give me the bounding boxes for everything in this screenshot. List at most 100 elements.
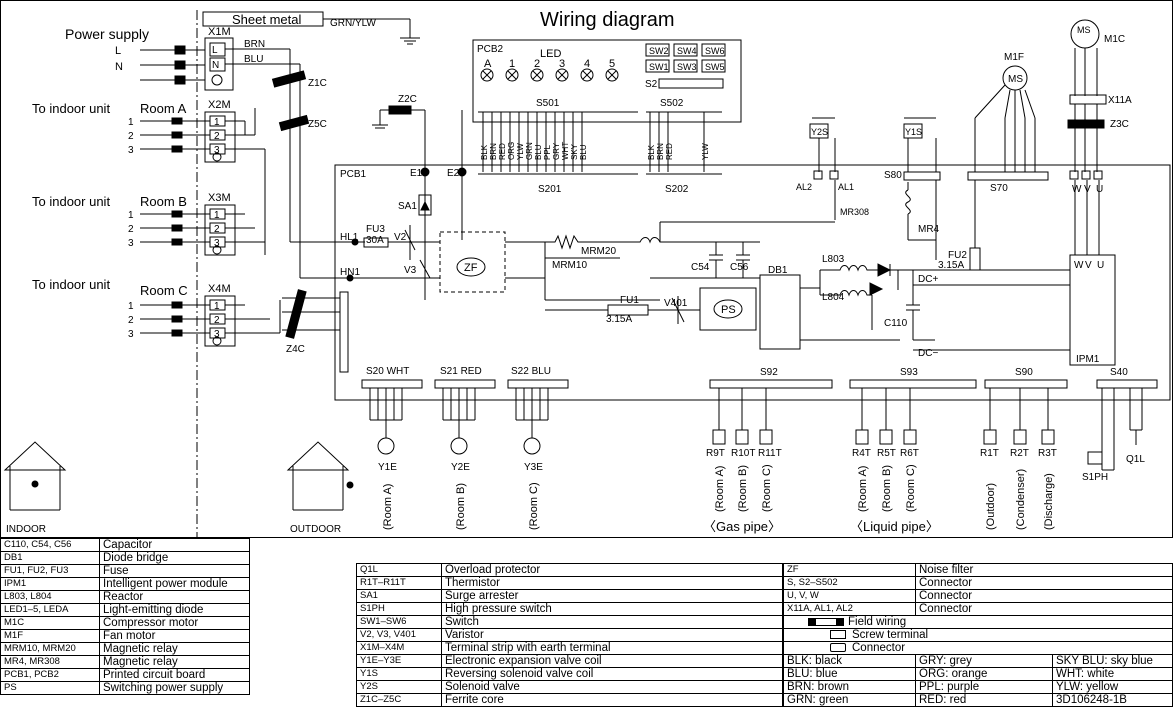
pcb1-label: PCB1 — [340, 169, 367, 180]
y3e-label: Y3E — [524, 462, 543, 473]
c54-label: C54 — [691, 262, 710, 273]
m1c-label: M1C — [1104, 34, 1125, 45]
z5c-label: Z5C — [308, 119, 327, 130]
l803-label: L803 — [822, 254, 845, 265]
wire-s501-1: BRN — [489, 143, 498, 160]
r11t-room: (Room C) — [761, 464, 773, 512]
dc-minus-label: DC− — [918, 348, 938, 359]
v2-label: V2 — [394, 232, 407, 243]
x11a-label: X11A — [1108, 95, 1132, 106]
m1c-ms: MS — [1077, 25, 1091, 35]
field-wiring-symbol-icon — [808, 617, 844, 626]
svg-text:L: L — [212, 45, 218, 56]
mr308-label: MR308 — [840, 207, 869, 217]
c110-label: C110 — [884, 318, 908, 329]
gas-pipe-label: 〈Gas pipe〉 — [703, 519, 781, 534]
sw3-label: SW3 — [677, 62, 697, 72]
svg-text:3: 3 — [214, 145, 220, 156]
s93-label: S93 — [900, 367, 918, 378]
svg-text:S201: S201 — [538, 184, 562, 195]
led-1-label: 1 — [509, 58, 515, 70]
conn-v: V — [1084, 184, 1091, 195]
x1m-label: X1M — [208, 26, 231, 38]
wire-s501-5: GRN — [525, 142, 534, 160]
y1e-label: Y1E — [378, 462, 397, 473]
wire-s501-2: RED — [498, 143, 507, 160]
z1c-label: Z1C — [308, 78, 327, 89]
sw2-label: SW2 — [649, 46, 669, 56]
al1-label: AL1 — [838, 182, 854, 192]
wire-s501-9: WHT — [561, 142, 570, 160]
svg-text:2: 2 — [214, 315, 220, 326]
wire-s501-3: ORG — [507, 142, 516, 160]
y2s-label: Y2S — [811, 127, 828, 137]
room-a-label: Room A — [140, 101, 187, 116]
wire-s501-0: BLK — [480, 144, 489, 160]
r1t-label: R1T — [980, 448, 999, 459]
m1f-label: M1F — [1004, 52, 1024, 63]
wire-s501-8: GRY — [552, 142, 561, 160]
sheet-metal-label: Sheet metal — [232, 12, 301, 27]
s2-label: S2 — [645, 79, 658, 90]
outdoor-house-label: OUTDOOR — [290, 524, 341, 535]
room-c-label: Room C — [140, 283, 188, 298]
sw1-label: SW1 — [649, 62, 669, 72]
legend-row: Connector — [783, 641, 1173, 655]
v401-label: V401 — [664, 298, 688, 309]
indoor-unit-c-label: To indoor unit — [32, 277, 110, 292]
y1s-label: Y1S — [905, 127, 922, 137]
diagram-title: Wiring diagram — [540, 9, 674, 31]
indoor-unit-a-label: To indoor unit — [32, 101, 110, 116]
svg-text:N: N — [212, 60, 219, 71]
db1-label: DB1 — [768, 265, 788, 276]
l-label: L — [115, 45, 121, 57]
r4t-room: (Room A) — [857, 466, 869, 512]
svg-text:1: 1 — [128, 210, 134, 221]
connector-label: Connector — [852, 642, 906, 654]
ipm-v: V — [1085, 260, 1092, 271]
fu2-rating: 3.15A — [938, 260, 964, 271]
fu2-label: FU2 — [948, 250, 967, 261]
s1ph-label: S1PH — [1082, 472, 1108, 483]
svg-text:3: 3 — [128, 329, 134, 340]
indoor-unit-b-label: To indoor unit — [32, 194, 110, 209]
svg-text:3: 3 — [128, 145, 134, 156]
svg-text:BRN: BRN — [244, 39, 265, 50]
s20-label: S20 WHT — [366, 366, 409, 377]
conn-w: W — [1072, 184, 1082, 195]
fu1-rating: 3.15A — [606, 314, 632, 325]
power-supply-label: Power supply — [65, 26, 149, 42]
svg-text:2: 2 — [128, 315, 134, 326]
conn-u: U — [1096, 184, 1103, 195]
svg-text:3: 3 — [214, 238, 220, 249]
legend-row: Field wiring — [783, 615, 1173, 629]
x4m-label: X4M — [208, 283, 231, 295]
grn-ylw-label: GRN/YLW — [330, 18, 376, 29]
mr4-label: MR4 — [918, 224, 940, 235]
ipm-u: U — [1097, 260, 1104, 271]
wire-s502-2: RED — [665, 143, 674, 160]
mrm20-label: MRM20 — [581, 246, 616, 257]
r9t-label: R9T — [706, 448, 725, 459]
y3e-room: (Room C) — [528, 482, 540, 530]
c56-label: C56 — [730, 262, 749, 273]
s92-label: S92 — [760, 367, 778, 378]
led-2-label: 2 — [534, 58, 540, 70]
s40-label: S40 — [1110, 367, 1128, 378]
z2c-label: Z2C — [398, 94, 417, 105]
zf-label: ZF — [464, 262, 478, 274]
